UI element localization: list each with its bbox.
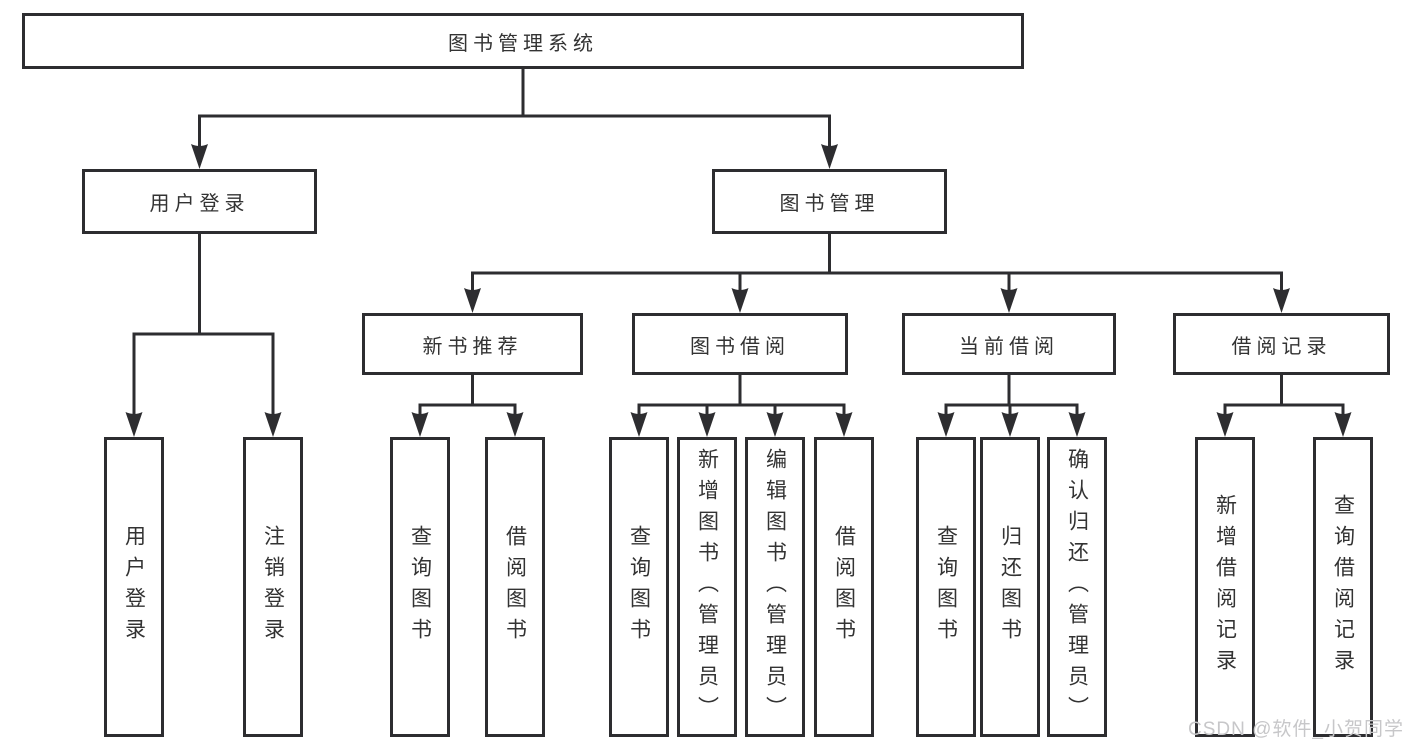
leaf-add-book-admin: 新增图书（管理员） (677, 437, 737, 737)
node-current-borrow: 当前借阅 (902, 313, 1116, 375)
leaf-label: 确认归还（管理员） (1065, 447, 1089, 727)
leaf-label: 查询借阅记录 (1331, 494, 1355, 680)
node-borrow-records: 借阅记录 (1173, 313, 1390, 375)
leaf-current-query-books: 查询图书 (916, 437, 976, 737)
leaf-label: 编辑图书（管理员） (763, 447, 787, 727)
leaf-label: 借阅图书 (832, 525, 856, 649)
leaf-borrow-books: 借阅图书 (814, 437, 874, 737)
leaf-label: 注销登录 (261, 525, 285, 649)
leaf-recommend-borrow-books: 借阅图书 (485, 437, 545, 737)
node-new-book-recommend: 新书推荐 (362, 313, 583, 375)
leaf-confirm-return-admin: 确认归还（管理员） (1047, 437, 1107, 737)
node-library-management-system: 图书管理系统 (22, 13, 1024, 69)
leaf-label: 查询图书 (408, 525, 432, 649)
leaf-label: 借阅图书 (503, 525, 527, 649)
leaf-logout: 注销登录 (243, 437, 303, 737)
leaf-return-book: 归还图书 (980, 437, 1040, 737)
leaf-label: 归还图书 (998, 525, 1022, 649)
leaf-borrow-query-books: 查询图书 (609, 437, 669, 737)
leaf-query-borrow-record: 查询借阅记录 (1313, 437, 1373, 737)
csdn-watermark: CSDN @软件_小贺同学 (1188, 719, 1404, 740)
leaf-user-login: 用户登录 (104, 437, 164, 737)
leaf-recommend-query-books: 查询图书 (390, 437, 450, 737)
node-book-borrow: 图书借阅 (632, 313, 848, 375)
leaf-edit-book-admin: 编辑图书（管理员） (745, 437, 805, 737)
leaf-label: 新增借阅记录 (1213, 494, 1237, 680)
leaf-label: 查询图书 (934, 525, 958, 649)
node-book-management: 图书管理 (712, 169, 947, 234)
leaf-add-borrow-record: 新增借阅记录 (1195, 437, 1255, 737)
node-user-login: 用户登录 (82, 169, 317, 234)
leaf-label: 查询图书 (627, 525, 651, 649)
leaf-label: 用户登录 (122, 525, 146, 649)
leaf-label: 新增图书（管理员） (695, 447, 719, 727)
